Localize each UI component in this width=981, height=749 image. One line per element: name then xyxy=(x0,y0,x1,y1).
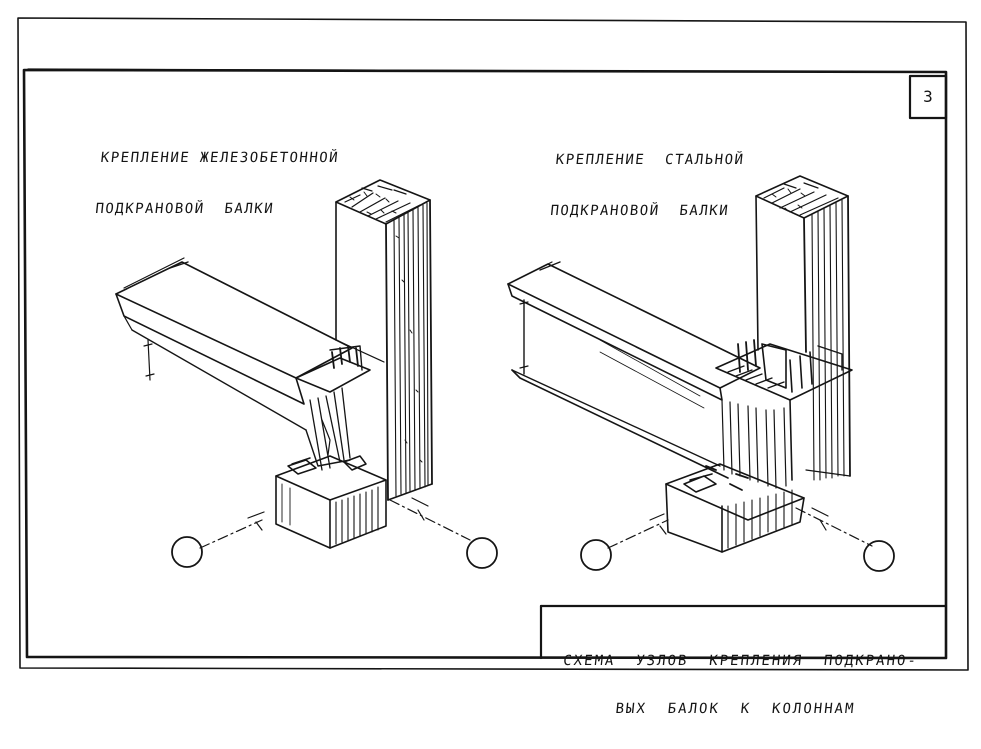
stamp-title: СХЕМА УЗЛОВ КРЕПЛЕНИЯ ПОДКРАНО- ВЫХ БАЛО… xyxy=(541,621,934,749)
title-right: КРЕПЛЕНИЕ СТАЛЬНОЙ ПОДКРАНОВОЙ БАЛКИ xyxy=(546,118,749,254)
title-right-line1: КРЕПЛЕНИЕ СТАЛЬНОЙ xyxy=(554,152,746,168)
title-left-line1: КРЕПЛЕНИЕ ЖЕЛЕЗОБЕТОННОЙ xyxy=(99,150,340,166)
title-left: КРЕПЛЕНИЕ ЖЕЛЕЗОБЕТОННОЙ ПОДКРАНОВОЙ БАЛ… xyxy=(91,116,344,252)
right-axis-marker-left xyxy=(580,539,612,571)
left-corbel-bracket xyxy=(295,345,371,471)
left-rc-beam xyxy=(115,257,353,431)
right-column xyxy=(755,175,851,481)
drawing-canvas xyxy=(17,17,969,671)
left-axis-marker-right xyxy=(466,537,498,569)
right-steel-beam xyxy=(507,261,761,479)
title-stamp-box xyxy=(539,604,948,660)
drawing-sheet: 3 КРЕПЛЕНИЕ ЖЕЛЕЗОБЕТОННОЙ ПОДКРАНОВОЙ Б… xyxy=(17,17,969,717)
right-axis-marker-right xyxy=(863,540,895,572)
left-base-block xyxy=(275,455,387,549)
left-axis-marker-left xyxy=(171,536,203,568)
title-right-line2: ПОДКРАНОВОЙ БАЛКИ xyxy=(549,203,730,219)
title-left-line2: ПОДКРАНОВОЙ БАЛКИ xyxy=(94,201,275,217)
stamp-title-line1: СХЕМА УЗЛОВ КРЕПЛЕНИЯ ПОДКРАНО- xyxy=(562,653,919,669)
stamp-title-line2: ВЫХ БАЛОК К КОЛОННАМ xyxy=(614,701,857,717)
right-base-block xyxy=(665,463,805,553)
inner-frame xyxy=(22,68,948,660)
outer-frame xyxy=(17,17,969,671)
right-axis-lines xyxy=(607,507,873,549)
sheet-number: 3 xyxy=(923,87,933,106)
left-axis-lines xyxy=(199,497,471,549)
left-column xyxy=(335,179,433,501)
sheet-number-box xyxy=(908,74,948,120)
right-bearing-stiffener xyxy=(715,339,853,489)
